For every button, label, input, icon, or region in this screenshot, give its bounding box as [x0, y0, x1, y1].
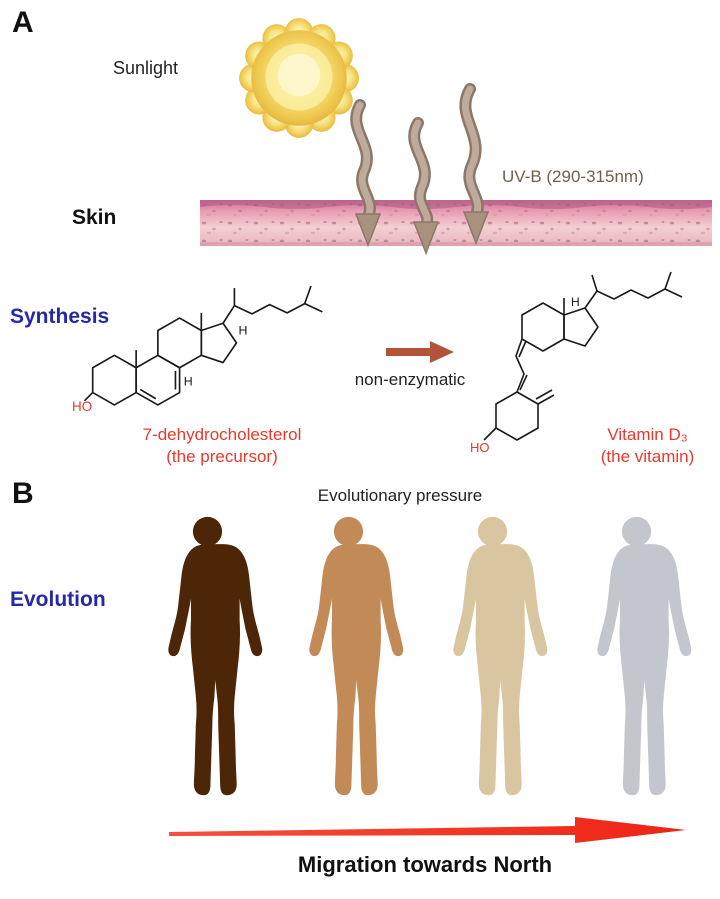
vitamin-ho-label: HO	[470, 440, 490, 455]
silhouette-shape	[309, 516, 404, 796]
precursor-structure: HO H H	[72, 285, 323, 414]
panel-a-label: A	[12, 6, 34, 39]
uv-rays	[350, 83, 490, 256]
silhouette-shape	[597, 516, 692, 796]
vitamin-structure: HO H	[470, 271, 683, 455]
uvb-label: UV-B (290-315nm)	[502, 167, 644, 186]
uvb-ray-icon	[408, 117, 440, 256]
synthesis-label: Synthesis	[10, 305, 110, 328]
uvb-ray-icon	[350, 99, 382, 248]
sunlight-label: Sunlight	[113, 58, 179, 78]
vitamin-name: Vitamin D₃	[607, 425, 688, 444]
panel-b-label: B	[12, 477, 34, 510]
human-silhouette-dark-tan	[309, 516, 404, 796]
precursor-ho-label: HO	[72, 399, 92, 414]
evolutionary-pressure-label: Evolutionary pressure	[317, 486, 483, 505]
human-silhouette-darkest	[168, 516, 263, 796]
skin-histology-image	[200, 200, 712, 246]
human-silhouette-light-tan	[453, 516, 548, 796]
silhouette-shape	[168, 516, 263, 796]
evolution-label: Evolution	[10, 588, 106, 611]
sun-highlight	[277, 53, 321, 97]
sun-icon	[239, 18, 359, 138]
reaction-arrow-icon	[386, 341, 454, 363]
precursor-subtitle: (the precursor)	[166, 447, 278, 466]
migration-arrow-icon	[169, 817, 686, 843]
precursor-h-label: H	[239, 324, 248, 338]
human-silhouette-palest	[597, 516, 692, 796]
vitamin-subtitle: (the vitamin)	[600, 447, 695, 466]
reaction-label: non-enzymatic	[354, 370, 466, 389]
uvb-ray-icon	[459, 83, 490, 246]
precursor-h-label: H	[184, 374, 193, 388]
migration-label: Migration towards North	[297, 852, 553, 877]
vitamin-h-label: H	[571, 295, 580, 309]
skin-label: Skin	[72, 206, 117, 229]
precursor-name: 7-dehydrocholesterol	[142, 425, 302, 444]
silhouette-shape	[453, 516, 548, 796]
